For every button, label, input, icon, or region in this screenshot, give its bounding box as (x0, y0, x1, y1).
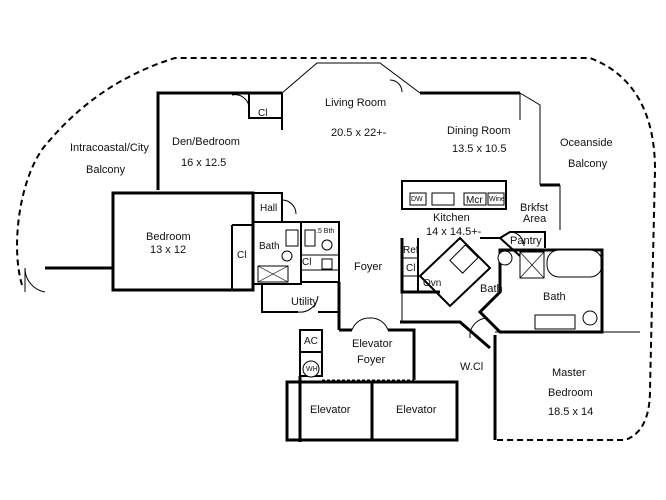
breakfast-subtitle: Area (523, 213, 547, 225)
bedroom-title: Bedroom (146, 231, 191, 243)
living-room-size: 20.5 x 22+- (331, 127, 387, 139)
elevator-left-label: Elevator (310, 404, 351, 416)
refrigerator-label: Ref (403, 245, 419, 256)
microwave-label: Mcr (466, 195, 483, 206)
den-walls (156, 91, 282, 190)
living-room-title: Living Room (325, 97, 387, 109)
kitchen-size: 14 x 14.5+- (426, 226, 482, 238)
elevator-foyer-title: Elevator (352, 338, 393, 350)
master-bedroom-size: 18.5 x 14 (548, 406, 594, 418)
oven-label: Ovn (423, 278, 442, 289)
dining-room-size: 13.5 x 10.5 (452, 143, 507, 155)
half-bath-label: .5 Bth (316, 228, 335, 235)
kitchen-closet-label: Cl (406, 263, 416, 274)
kitchen-title: Kitchen (433, 212, 470, 224)
foyer-label: Foyer (354, 261, 383, 273)
utility-walls (261, 284, 298, 313)
balcony-left-title: Intracoastal/City (70, 142, 149, 154)
utility-label: Utility (291, 296, 318, 308)
balcony-right-title: Oceanside (560, 137, 613, 149)
bath-left-label: Bath (259, 241, 280, 252)
foyer-closet-label: Cl (302, 257, 312, 268)
wine-label: Wine (489, 196, 505, 203)
bedroom-size: 13 x 12 (150, 244, 187, 256)
balcony-right-subtitle: Balcony (568, 158, 608, 170)
master-bedroom-subtitle: Bedroom (548, 387, 593, 399)
bath-master-label: Bath (543, 291, 566, 303)
pantry-label: Pantry (510, 235, 542, 247)
den-size: 16 x 12.5 (181, 157, 227, 169)
master-bedroom-title: Master (552, 367, 586, 379)
walk-in-closet-walls (414, 320, 491, 350)
den-closet-label: Cl (258, 108, 268, 119)
breakfast-title: Brkfst (520, 202, 549, 214)
living-angled-wall (281, 62, 421, 94)
elevator-foyer-subtitle: Foyer (357, 354, 386, 366)
wh-label: WH (306, 366, 318, 373)
pantry-walls (499, 231, 546, 248)
den-title: Den/Bedroom (172, 136, 240, 148)
dishwasher-label: DW (411, 196, 423, 203)
kitchen-island (401, 180, 507, 210)
hall-label: Hall (260, 203, 278, 214)
balcony-left-door-arc (24, 267, 46, 293)
balcony-outline (16, 57, 657, 441)
dining-room-title: Dining Room (447, 125, 511, 137)
balcony-left-subtitle: Balcony (86, 164, 126, 176)
elevator-right-label: Elevator (396, 404, 437, 416)
bedroom-closet-label: Cl (237, 250, 247, 261)
elevator-right-shaft (370, 380, 459, 442)
ac-label: AC (304, 336, 318, 347)
bath-center-label: Bath (480, 283, 503, 295)
walk-in-closet-label: W.Cl (460, 361, 484, 373)
